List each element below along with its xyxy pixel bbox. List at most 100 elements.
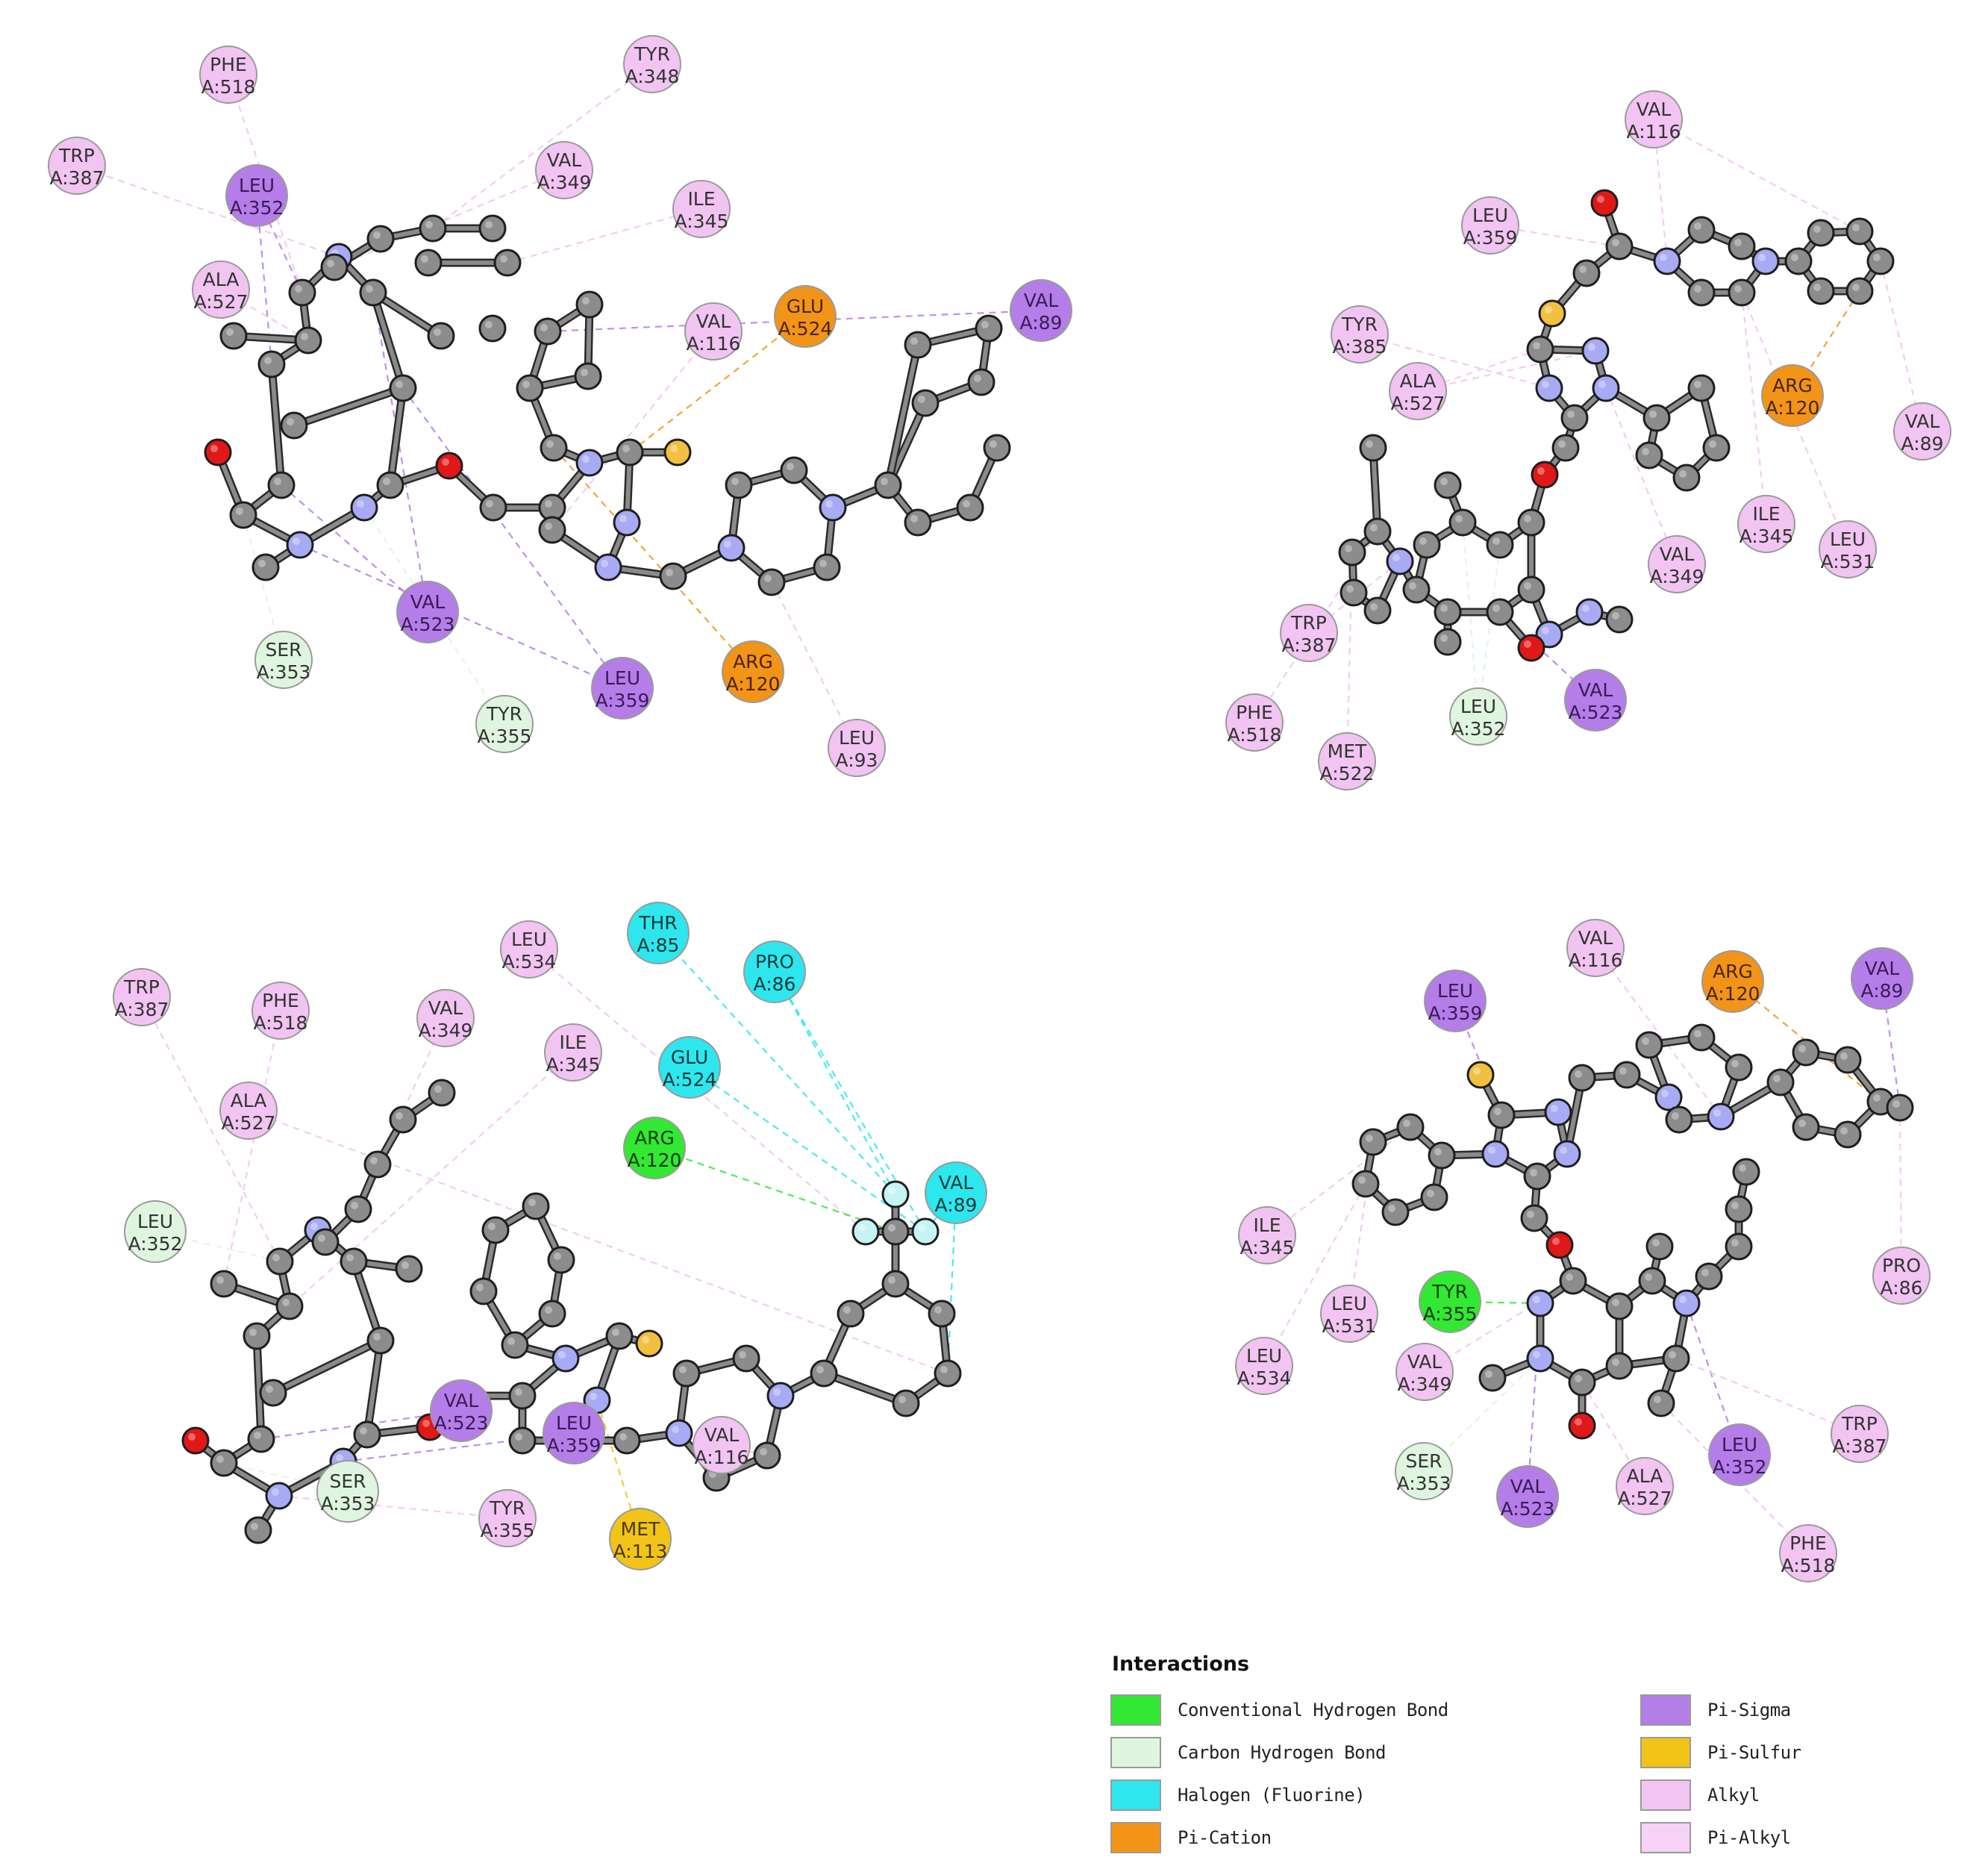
oxygen-atom [1545, 1231, 1574, 1259]
oxygen-atom [1568, 1411, 1596, 1440]
nitrogen-atom [1526, 1344, 1554, 1373]
atom-shine [1654, 1396, 1661, 1403]
atom-shine [1612, 612, 1619, 620]
nitrogen-atom [265, 1482, 293, 1510]
interaction-line [256, 1052, 574, 1337]
interaction-lines [76, 63, 1924, 1554]
atom-shine [336, 1454, 343, 1461]
atom-shine [787, 463, 794, 470]
atom-shine [910, 515, 918, 522]
carbon-atom [837, 1300, 865, 1328]
atom-shine [396, 381, 403, 388]
residue-name: TRP [1290, 612, 1327, 634]
carbon-atom [469, 1277, 498, 1305]
atom-shine [990, 440, 997, 448]
residue-name: PRO [755, 951, 794, 973]
carbon-atom [1834, 1046, 1862, 1074]
residue-chain-id: A:518 [1781, 1555, 1836, 1576]
residue-circle [925, 1161, 987, 1224]
residue-chain-id: A:120 [1706, 983, 1760, 1005]
bond-highlight [292, 386, 405, 428]
nitrogen-atom [1575, 598, 1604, 626]
carbon-atom [1662, 1344, 1690, 1373]
residue-chain-id: A:522 [1320, 763, 1375, 784]
carbon-atom [210, 1270, 238, 1298]
legend-item-pi-alkyl: Pi-Alkyl [1640, 1821, 1791, 1855]
nitrogen-atom [613, 508, 641, 537]
carbon-atom [1520, 1204, 1548, 1232]
oxygen-atom [1531, 461, 1559, 489]
atom-shine [1694, 381, 1701, 388]
atom-shine [434, 1085, 442, 1093]
atom-shine [1701, 1269, 1709, 1276]
carbon-atom [813, 553, 841, 581]
carbon-atom [1605, 1352, 1634, 1380]
residue-circle [828, 719, 886, 777]
atom-shine [619, 515, 627, 522]
interaction-line [223, 1461, 348, 1493]
nitrogen-atom [766, 1382, 795, 1410]
sulfur-atom [663, 438, 692, 467]
nitrogen-atom [350, 493, 378, 522]
carbon-atom [493, 249, 522, 277]
carbon-atom [1517, 508, 1545, 537]
oxygen-atom [204, 438, 232, 467]
residue-chain-id: A:534 [502, 951, 557, 973]
carbon-atom [508, 1382, 537, 1410]
nitrogen-atom [1592, 374, 1620, 402]
carbon-atom [478, 214, 507, 243]
carbon-atom [1687, 216, 1716, 244]
residue-circle [199, 46, 257, 104]
interaction-line [76, 164, 340, 258]
residue-name: VAL [410, 591, 446, 613]
residue-name: SER [1405, 1450, 1442, 1472]
legend-label: Alkyl [1707, 1785, 1760, 1806]
atom-shine [236, 508, 243, 515]
residue-name: THR [638, 912, 677, 934]
residue-chain-id: A:527 [222, 1112, 276, 1134]
atom-shine [1345, 545, 1352, 552]
carbon-atom [395, 1255, 423, 1283]
carbon-atom [540, 434, 568, 462]
residue-chain-id: A:527 [194, 291, 248, 313]
residue-circle [396, 581, 459, 643]
atom-shine [1852, 224, 1860, 231]
carbon-atom [1645, 1232, 1674, 1261]
residue-name: PHE [262, 990, 299, 1011]
atom-shine [1440, 605, 1448, 612]
nitrogen-atom [717, 534, 746, 562]
carbon-atom [1845, 217, 1874, 246]
residue-circle [1235, 1337, 1293, 1395]
atom-shine [1709, 440, 1716, 448]
residue-chain-id: A:534 [1237, 1367, 1292, 1389]
nitrogen-atom [1581, 337, 1610, 365]
atom-shine [1813, 225, 1821, 233]
residue-circle [1320, 1285, 1378, 1343]
atom-shine [764, 575, 772, 582]
residue-circle [1238, 1206, 1296, 1264]
legend-label: Conventional Hydrogen Bond [1178, 1700, 1448, 1720]
residue-chain-id: A:120 [726, 673, 781, 695]
carbon-atom [366, 1326, 395, 1355]
legend-item-pi-cation: Pi-Cation [1110, 1821, 1272, 1855]
bond-highlight [886, 343, 920, 487]
atom-shine [1537, 467, 1545, 475]
residue-name: MET [621, 1518, 660, 1540]
interaction-line [1461, 522, 1480, 717]
carbon-atom [538, 1300, 566, 1328]
atom-shine [210, 445, 218, 452]
carbon-atom [1605, 605, 1634, 634]
residue-circle [1395, 1442, 1453, 1500]
residue-name: VAL [1578, 927, 1613, 949]
atom-shine [910, 337, 918, 345]
carbon-atom [904, 331, 932, 359]
atom-shine [272, 1254, 280, 1261]
